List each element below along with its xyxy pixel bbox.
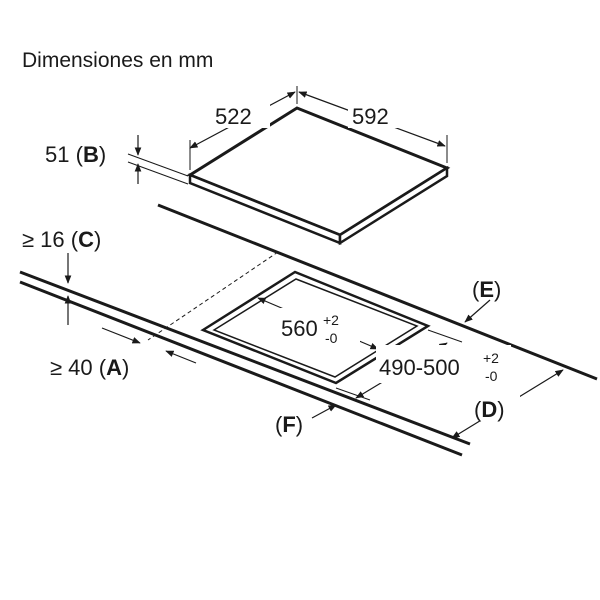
label-d: (D) (474, 397, 505, 422)
worktop (19, 203, 598, 457)
label-560-minus: -0 (325, 330, 338, 346)
dimension-51-b: 51 (B) (45, 135, 189, 185)
reference-e: (E) (464, 277, 501, 323)
dimension-16-c: ≥ 16 (C) (22, 227, 101, 325)
hob-side-edge (338, 165, 449, 246)
worktop-front-edge-top (19, 270, 471, 446)
label-592: 592 (352, 104, 389, 129)
dimension-592: 592 (298, 91, 448, 163)
label-522: 522 (215, 104, 252, 129)
label-16-c: ≥ 16 (C) (22, 227, 101, 252)
worktop-front-edge-bottom (19, 280, 463, 457)
label-490-500-plus: +2 (483, 350, 499, 366)
projection-dashed-line (147, 251, 279, 341)
reference-d: (D) (451, 369, 564, 439)
label-560: 560 (281, 316, 318, 341)
label-40-a: ≥ 40 (A) (50, 355, 129, 380)
worktop-back-edge (157, 203, 598, 381)
dimension-560: 560 +2 -0 (257, 297, 379, 350)
label-51-b: 51 (B) (45, 142, 106, 167)
reference-f: (F) (275, 404, 337, 437)
cutout-inner (212, 278, 419, 378)
dimension-40-a: ≥ 40 (A) (50, 327, 197, 380)
label-e: (E) (472, 277, 501, 302)
label-490-500: 490-500 (379, 355, 460, 380)
label-f: (F) (275, 412, 303, 437)
dimension-522: 522 (189, 86, 298, 170)
diagram-title: Dimensiones en mm (22, 49, 213, 72)
label-490-500-minus: -0 (485, 368, 498, 384)
label-560-plus: +2 (323, 312, 339, 328)
